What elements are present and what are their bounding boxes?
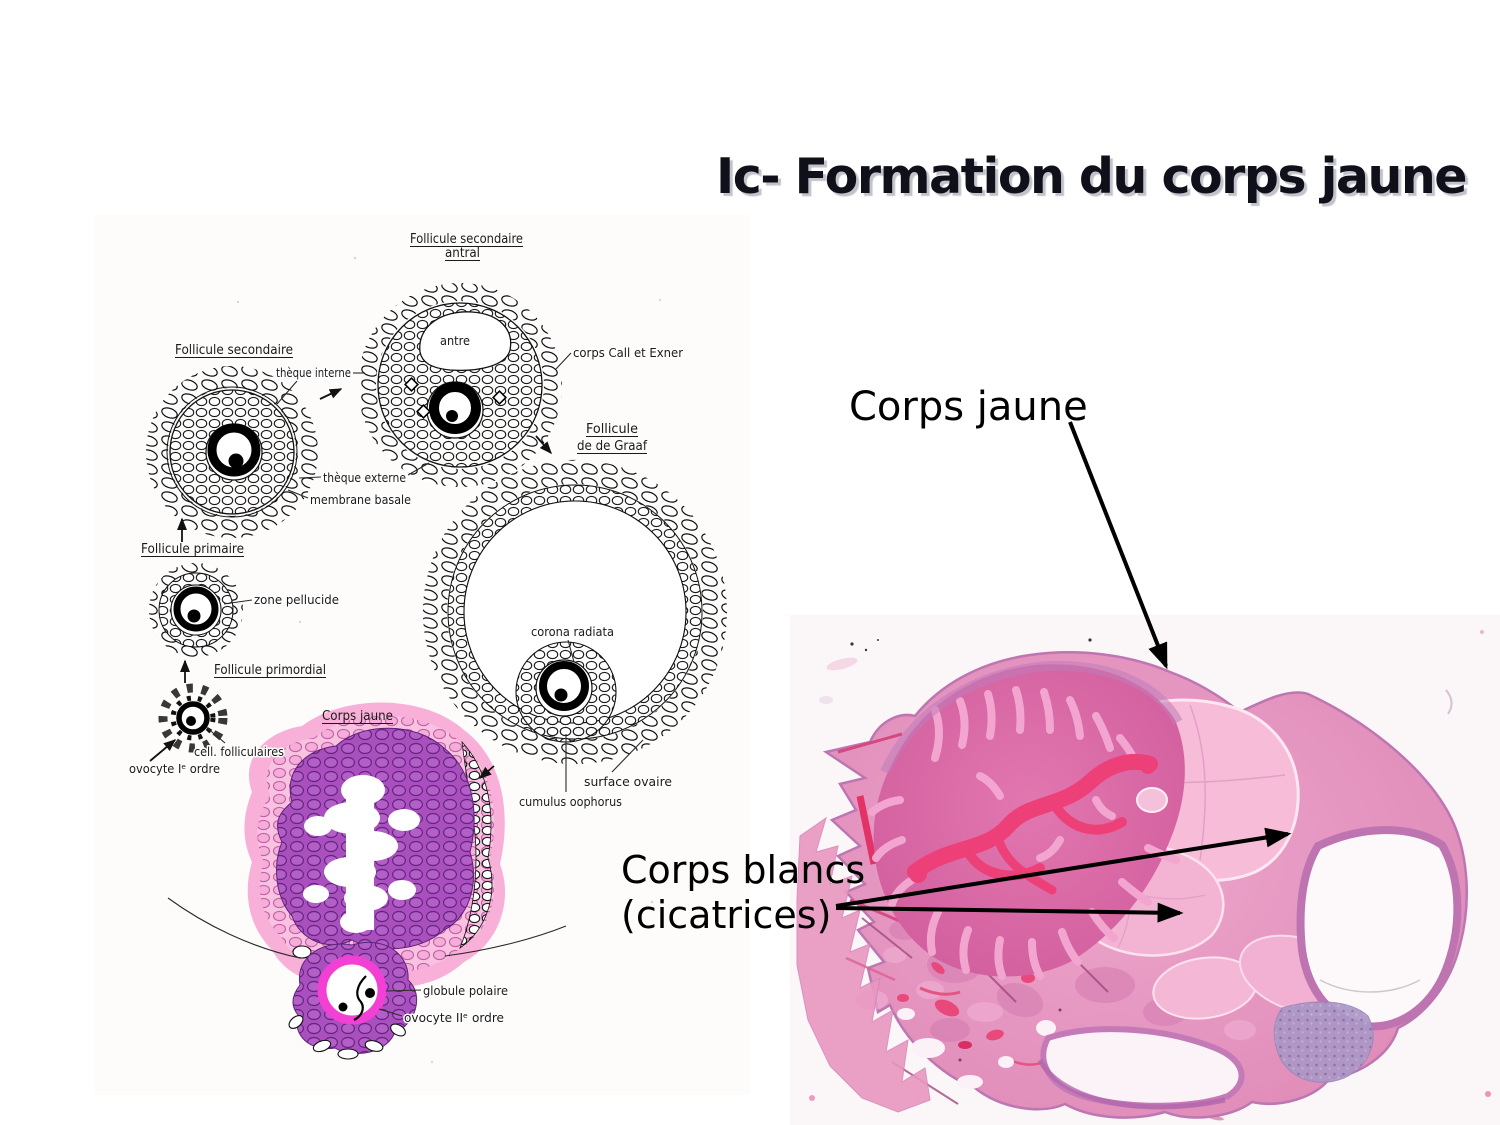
call-exner-bodies (404, 377, 507, 419)
follicle-diagram: Follicule secondaire antral antre corps … (95, 215, 750, 1095)
ovulated-ovum-drawing (288, 941, 418, 1060)
antral-follicle-drawing (358, 283, 562, 487)
ragged-edge (796, 732, 931, 1113)
graaf-follicle-drawing (423, 459, 728, 765)
paper-speckles (148, 256, 662, 1064)
label-follicule-primordial: Follicule primordial (214, 663, 326, 678)
label-surface-ovaire: surface ovaire (584, 774, 672, 789)
cl-folds (868, 686, 1180, 980)
ovary-surface-line-right (444, 925, 567, 957)
label-ovocyte-2e-ordre: ovocyte IIᵉ ordre (404, 1010, 504, 1025)
label-follicule-primaire: Follicule primaire (141, 542, 244, 557)
secondary-follicle-drawing (146, 366, 318, 538)
label-follicule-graaf-2: de de Graaf (577, 439, 647, 454)
label-cumulus-oophorus: cumulus oophorus (519, 794, 622, 809)
corpus-luteum-drawing (244, 702, 506, 988)
cl-core (907, 753, 1158, 895)
label-follicule-secondaire-antral-2: antral (445, 246, 480, 261)
label-theque-externe: thèque externe (323, 470, 406, 485)
label-ovocyte-1er-ordre: ovocyte Iᵉ ordre (129, 761, 220, 776)
annotation-corps-blancs-line2: (cicatrices) (621, 893, 832, 937)
corps-blancs-arrow-lower (835, 902, 1184, 923)
label-follicule-graaf-1: Follicule (586, 422, 638, 437)
label-corps-call-exner: corps Call et Exner (573, 345, 684, 360)
corpus-luteum-histology (868, 660, 1185, 980)
ovary-surface-line-left (167, 897, 301, 959)
label-corps-jaune-diagram: Corps jaune (322, 709, 393, 724)
ovum-white-cells (288, 1015, 406, 1060)
corps-jaune-arrow (1068, 421, 1168, 670)
label-zone-pellucide: zone pellucide (254, 592, 339, 607)
label-cell-folliculaires: cell. folliculaires (194, 744, 284, 759)
primary-follicle-drawing (149, 563, 243, 657)
bottom-cavity (1037, 1026, 1245, 1110)
label-antre: antre (440, 333, 470, 348)
label-corona-radiata: corona radiata (531, 624, 614, 639)
corps-blancs-arrow-upper (835, 827, 1292, 908)
label-follicule-secondaire: Follicule secondaire (175, 343, 293, 358)
cyst-cavity (1296, 826, 1462, 1031)
photo-debris (809, 630, 1491, 1121)
label-theque-interne: thèque interne (276, 365, 351, 380)
primordial-follicle-drawing (158, 683, 228, 753)
corpus-luteum-cavity (303, 775, 420, 933)
label-membrane-basale: membrane basale (310, 492, 411, 507)
histology-image (790, 615, 1500, 1125)
annotation-arrows (835, 421, 1292, 923)
pointer-lines (205, 352, 644, 1017)
label-follicule-secondaire-antral-1: Follicule secondaire (410, 232, 523, 247)
stage-arrows (149, 388, 552, 779)
gray-patch (1273, 1001, 1374, 1083)
slide-title: Ic- Formation du corps jaune (716, 148, 1468, 205)
annotation-corps-blancs: Corps blancs (cicatrices) (621, 848, 865, 938)
label-globule-polaire: globule polaire (423, 983, 508, 998)
annotation-corps-jaune: Corps jaune (849, 384, 1088, 430)
annotation-corps-blancs-line1: Corps blancs (621, 848, 866, 892)
